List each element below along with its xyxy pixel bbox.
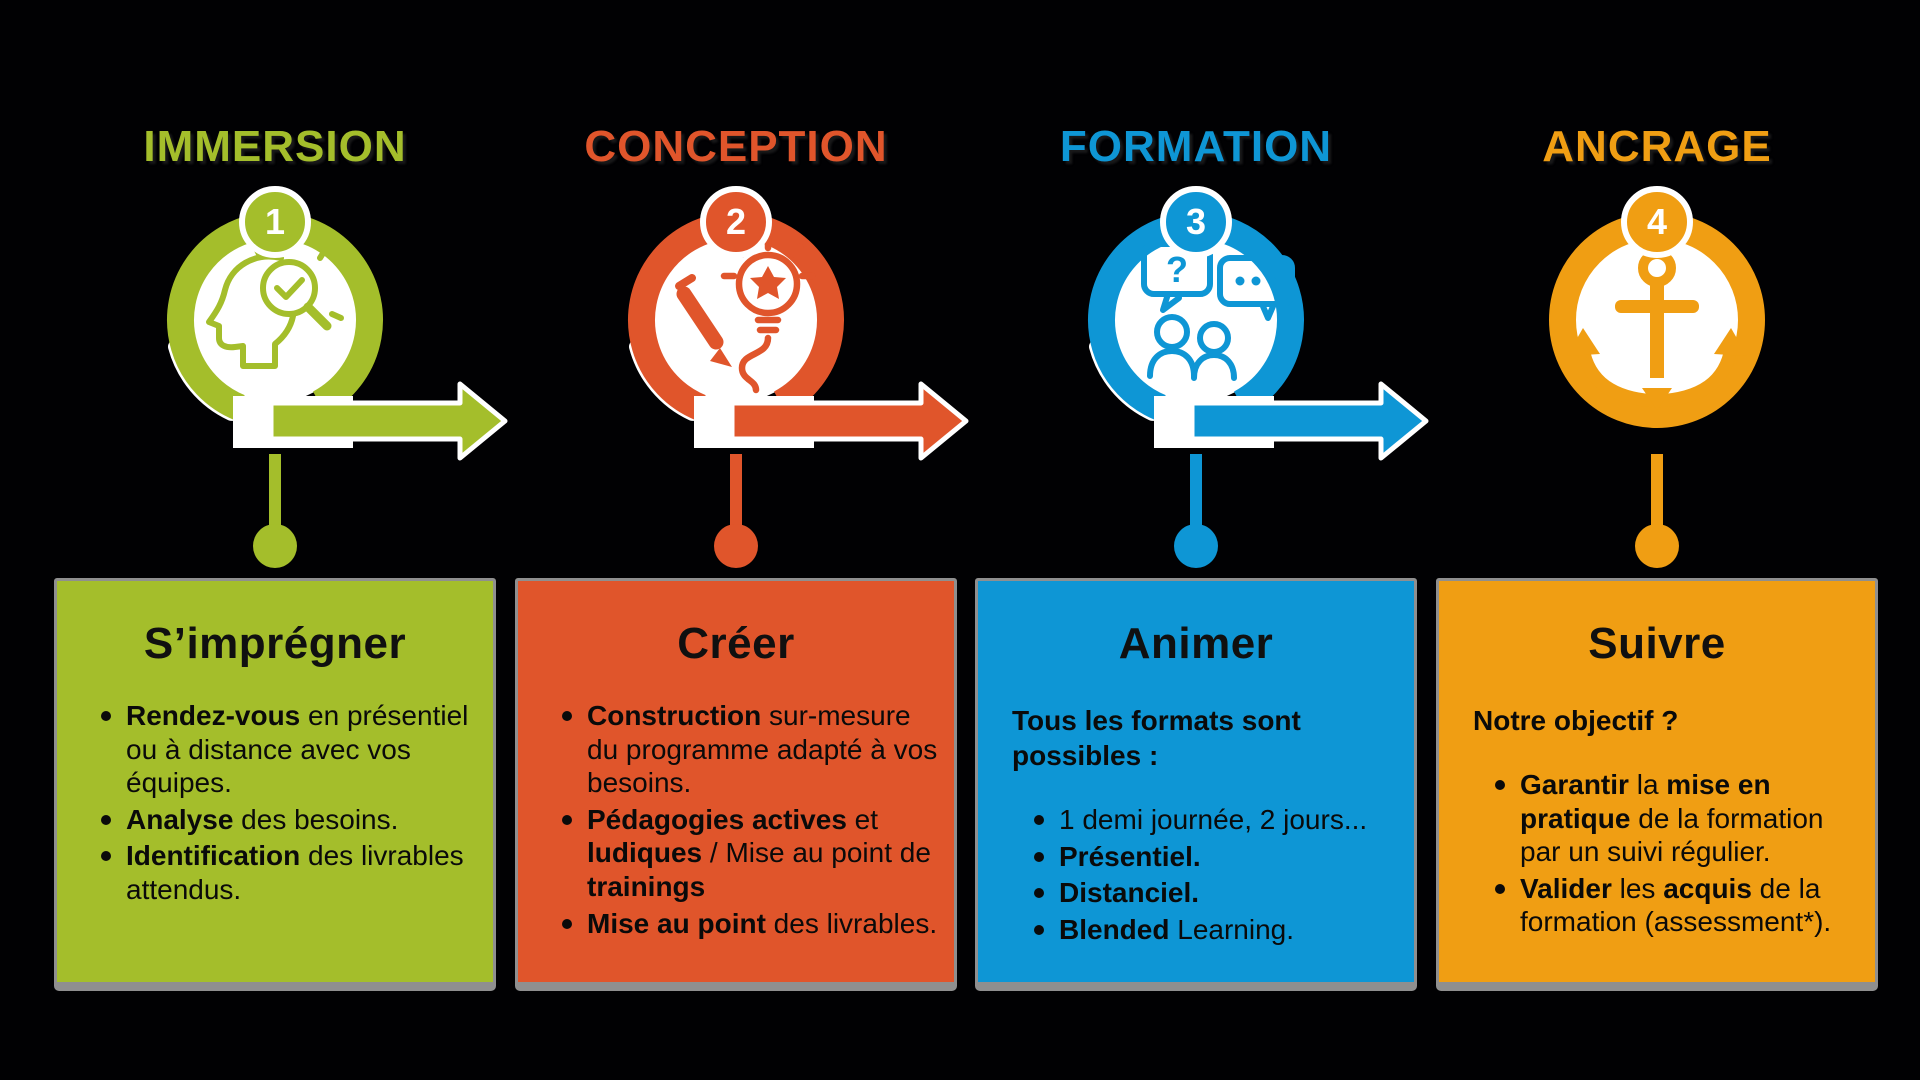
list-item: Identification des livrables attendus. xyxy=(99,839,479,906)
loop-arrow-graphic xyxy=(628,212,969,461)
step-number-badge: 2 xyxy=(700,186,772,258)
list-item: Rendez-vous en présentiel ou à distance … xyxy=(99,699,479,800)
step-header: CONCEPTION xyxy=(584,122,888,171)
card-bullet-list: Garantir la mise en pratique de la forma… xyxy=(1493,768,1861,939)
list-item: Présentiel. xyxy=(1032,840,1400,874)
connector-line xyxy=(1651,454,1663,526)
card-bullet-list: Construction sur-mesure du programme ada… xyxy=(560,699,940,940)
right-arrow xyxy=(1189,381,1429,461)
step-card: Créer Construction sur-mesure du program… xyxy=(515,578,957,991)
card-title: Animer xyxy=(1118,619,1274,668)
step-column-immersion: IMMERSION 1 S’imprégner Rendez-vous en p… xyxy=(35,0,515,1080)
list-item: Garantir la mise en pratique de la forma… xyxy=(1493,768,1861,869)
card-bullet-list: Rendez-vous en présentiel ou à distance … xyxy=(99,699,479,907)
card-bullet-list: 1 demi journée, 2 jours...Présentiel.Dis… xyxy=(1032,803,1400,946)
list-item: Construction sur-mesure du programme ada… xyxy=(560,699,940,800)
step-number-badge: 1 xyxy=(239,186,311,258)
card-title: Suivre xyxy=(1588,619,1726,668)
step-column-ancrage: ANCRAGE 4 Suivre Notre objectif ? Garant… xyxy=(1417,0,1897,1080)
connector-line xyxy=(1190,454,1202,526)
card-intro: Tous les formats sont possibles : xyxy=(1012,705,1301,771)
pencil-lightbulb-icon xyxy=(675,235,816,394)
card-title: Créer xyxy=(677,619,795,668)
card-intro: Notre objectif ? xyxy=(1473,705,1679,736)
card-title: S’imprégner xyxy=(143,619,407,668)
list-item: Valider les acquis de la formation (asse… xyxy=(1493,872,1861,939)
step-header: FORMATION xyxy=(1059,122,1333,171)
right-arrow xyxy=(729,381,969,461)
list-item: Analyse des besoins. xyxy=(99,803,479,837)
connector-dot xyxy=(253,524,297,568)
step-number-badge: 4 xyxy=(1621,186,1693,258)
connector-dot xyxy=(1174,524,1218,568)
step-header: IMMERSION xyxy=(143,122,407,171)
list-item: Pédagogies actives et ludiques / Mise au… xyxy=(560,803,940,904)
connector-dot xyxy=(714,524,758,568)
step-number-badge: 3 xyxy=(1160,186,1232,258)
connector-line xyxy=(269,454,281,526)
step-card: S’imprégner Rendez-vous en présentiel ou… xyxy=(54,578,496,991)
step-column-conception: CONCEPTION 2 xyxy=(496,0,976,1080)
connector-dot xyxy=(1635,524,1679,568)
speech-bubbles-people-icon: ? xyxy=(1141,241,1295,381)
list-item: Mise au point des livrables. xyxy=(560,907,940,941)
svg-text:?: ? xyxy=(1166,249,1188,290)
step-header: ANCRAGE xyxy=(1542,122,1772,171)
right-arrow xyxy=(268,381,508,461)
connector-line xyxy=(730,454,742,526)
step-card: Animer Tous les formats sont possibles :… xyxy=(975,578,1417,991)
step-card: Suivre Notre objectif ? Garantir la mise… xyxy=(1436,578,1878,991)
list-item: Distanciel. xyxy=(1032,876,1400,910)
step-column-formation: FORMATION ? 3 xyxy=(956,0,1436,1080)
list-item: Blended Learning. xyxy=(1032,913,1400,947)
list-item: 1 demi journée, 2 jours... xyxy=(1032,803,1400,837)
